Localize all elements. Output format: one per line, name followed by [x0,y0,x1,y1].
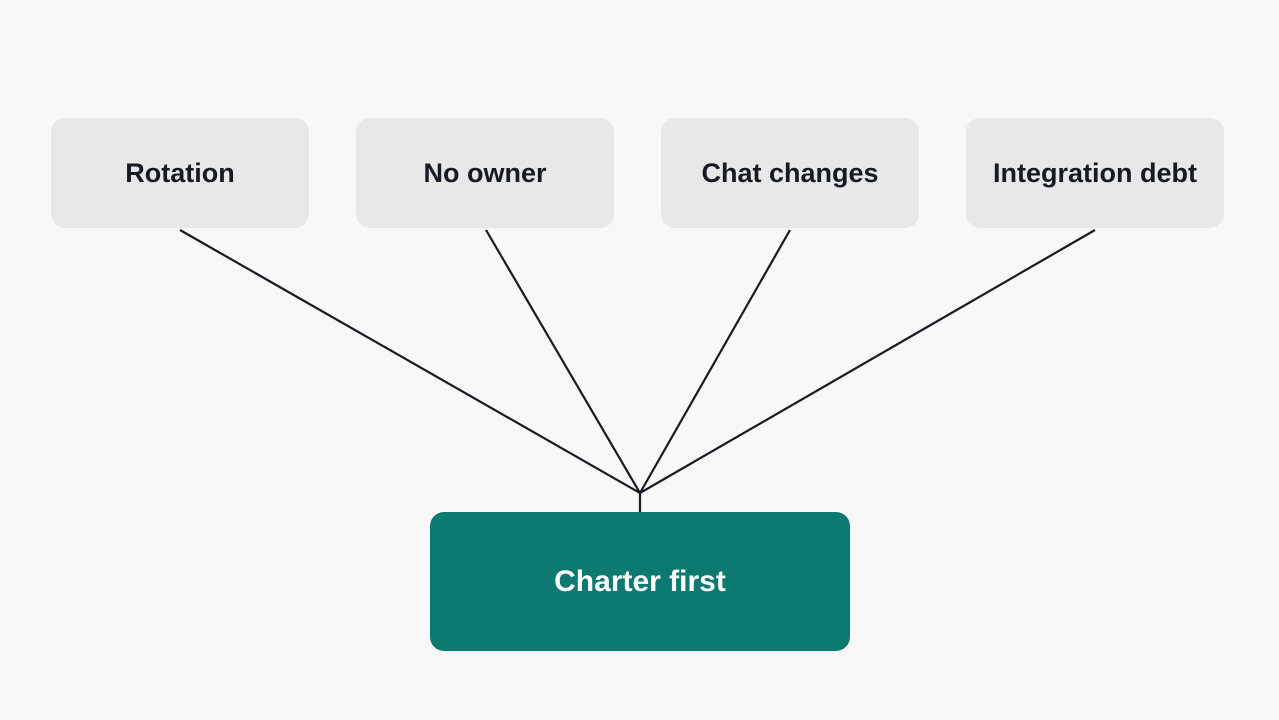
result-label: Charter first [554,564,726,598]
cause-box-no-owner: No owner [356,118,614,228]
connector-rotation [179,229,641,494]
cause-box-rotation: Rotation [51,118,309,228]
cause-label: Chat changes [701,157,879,188]
cause-label: No owner [423,157,547,188]
cause-box-chat-changes: Chat changes [661,118,919,228]
result-box: Charter first [430,512,850,651]
cause-label: Integration debt [993,157,1197,188]
connector-integration-debt [639,229,1096,494]
cause-label: Rotation [125,157,235,188]
cause-box-integration-debt: Integration debt [966,118,1224,228]
connector-no-owner [485,229,641,494]
connector-chat-changes [639,229,791,494]
